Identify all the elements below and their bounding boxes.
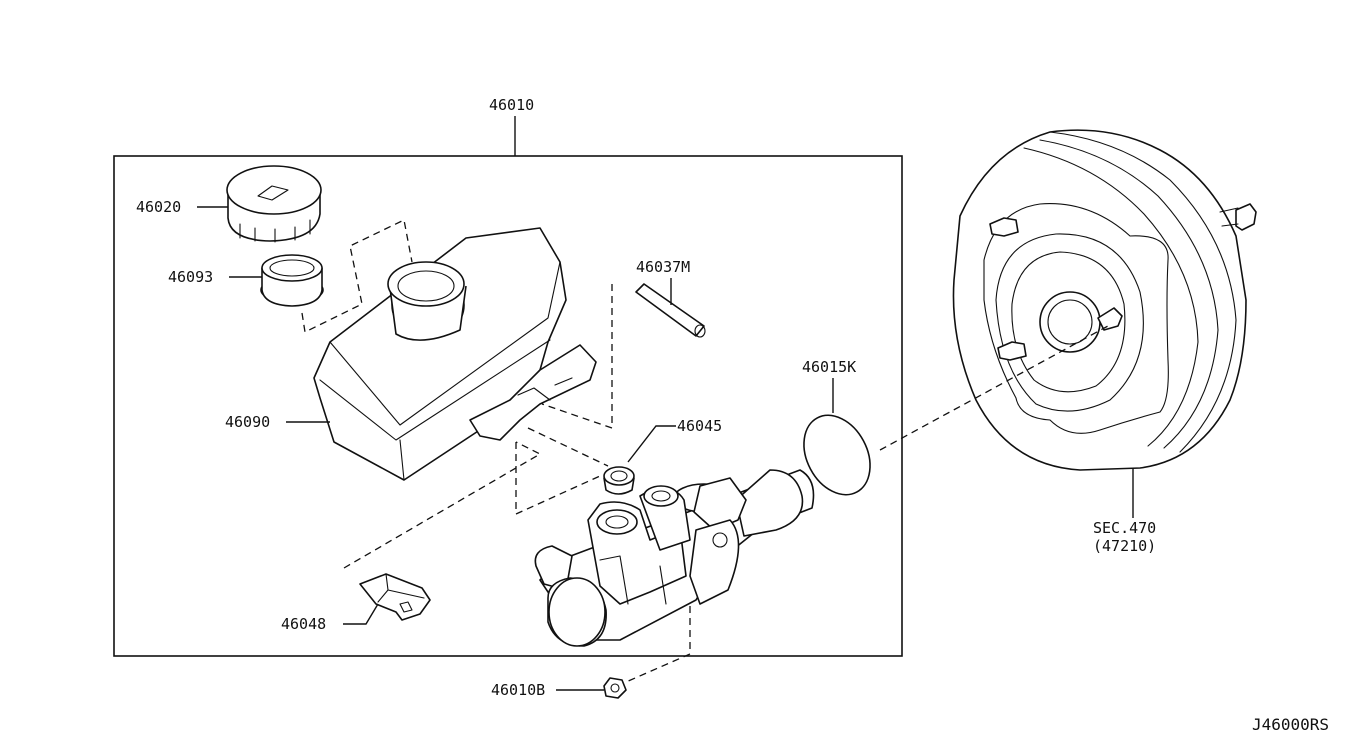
pin-part[interactable] xyxy=(635,283,706,338)
oring-part[interactable] xyxy=(791,404,883,506)
grommet-part[interactable] xyxy=(603,466,635,495)
strainer-part[interactable] xyxy=(260,254,324,307)
nut-part[interactable] xyxy=(603,677,627,699)
reservoir-dash-guide xyxy=(527,427,609,467)
master-cylinder-body-part[interactable] xyxy=(534,469,815,647)
assembly-frame xyxy=(113,155,903,657)
grommet-leader xyxy=(627,425,676,463)
reservoir-part[interactable] xyxy=(313,227,597,481)
sensor-leader xyxy=(343,603,379,625)
booster-dash-guide xyxy=(879,325,1109,451)
label-46010[interactable]: 46010 xyxy=(489,96,534,114)
pin-dash-guide xyxy=(541,284,613,429)
label-46048[interactable]: 46048 xyxy=(281,615,326,633)
nut-dash-guide-2 xyxy=(625,653,691,683)
level-sensor-part[interactable] xyxy=(359,573,431,621)
diagram-code: J46000RS xyxy=(1252,715,1329,734)
label-46045[interactable]: 46045 xyxy=(677,417,722,435)
brake-booster-part[interactable] xyxy=(952,129,1257,471)
label-46020[interactable]: 46020 xyxy=(136,198,181,216)
label-46037M[interactable]: 46037M xyxy=(636,258,690,276)
sensor-dash-guide xyxy=(343,441,542,569)
reservoir-dash-guide-2 xyxy=(515,442,601,516)
label-46015K[interactable]: 46015K xyxy=(802,358,856,376)
label-46090[interactable]: 46090 xyxy=(225,413,270,431)
strainer-dash-guide xyxy=(301,219,413,333)
label-47210[interactable]: (47210) xyxy=(1093,537,1156,555)
label-46093[interactable]: 46093 xyxy=(168,268,213,286)
label-sec-470[interactable]: SEC.470 xyxy=(1093,519,1156,537)
label-46010B[interactable]: 46010B xyxy=(491,681,545,699)
reservoir-cap-part[interactable] xyxy=(226,165,322,243)
